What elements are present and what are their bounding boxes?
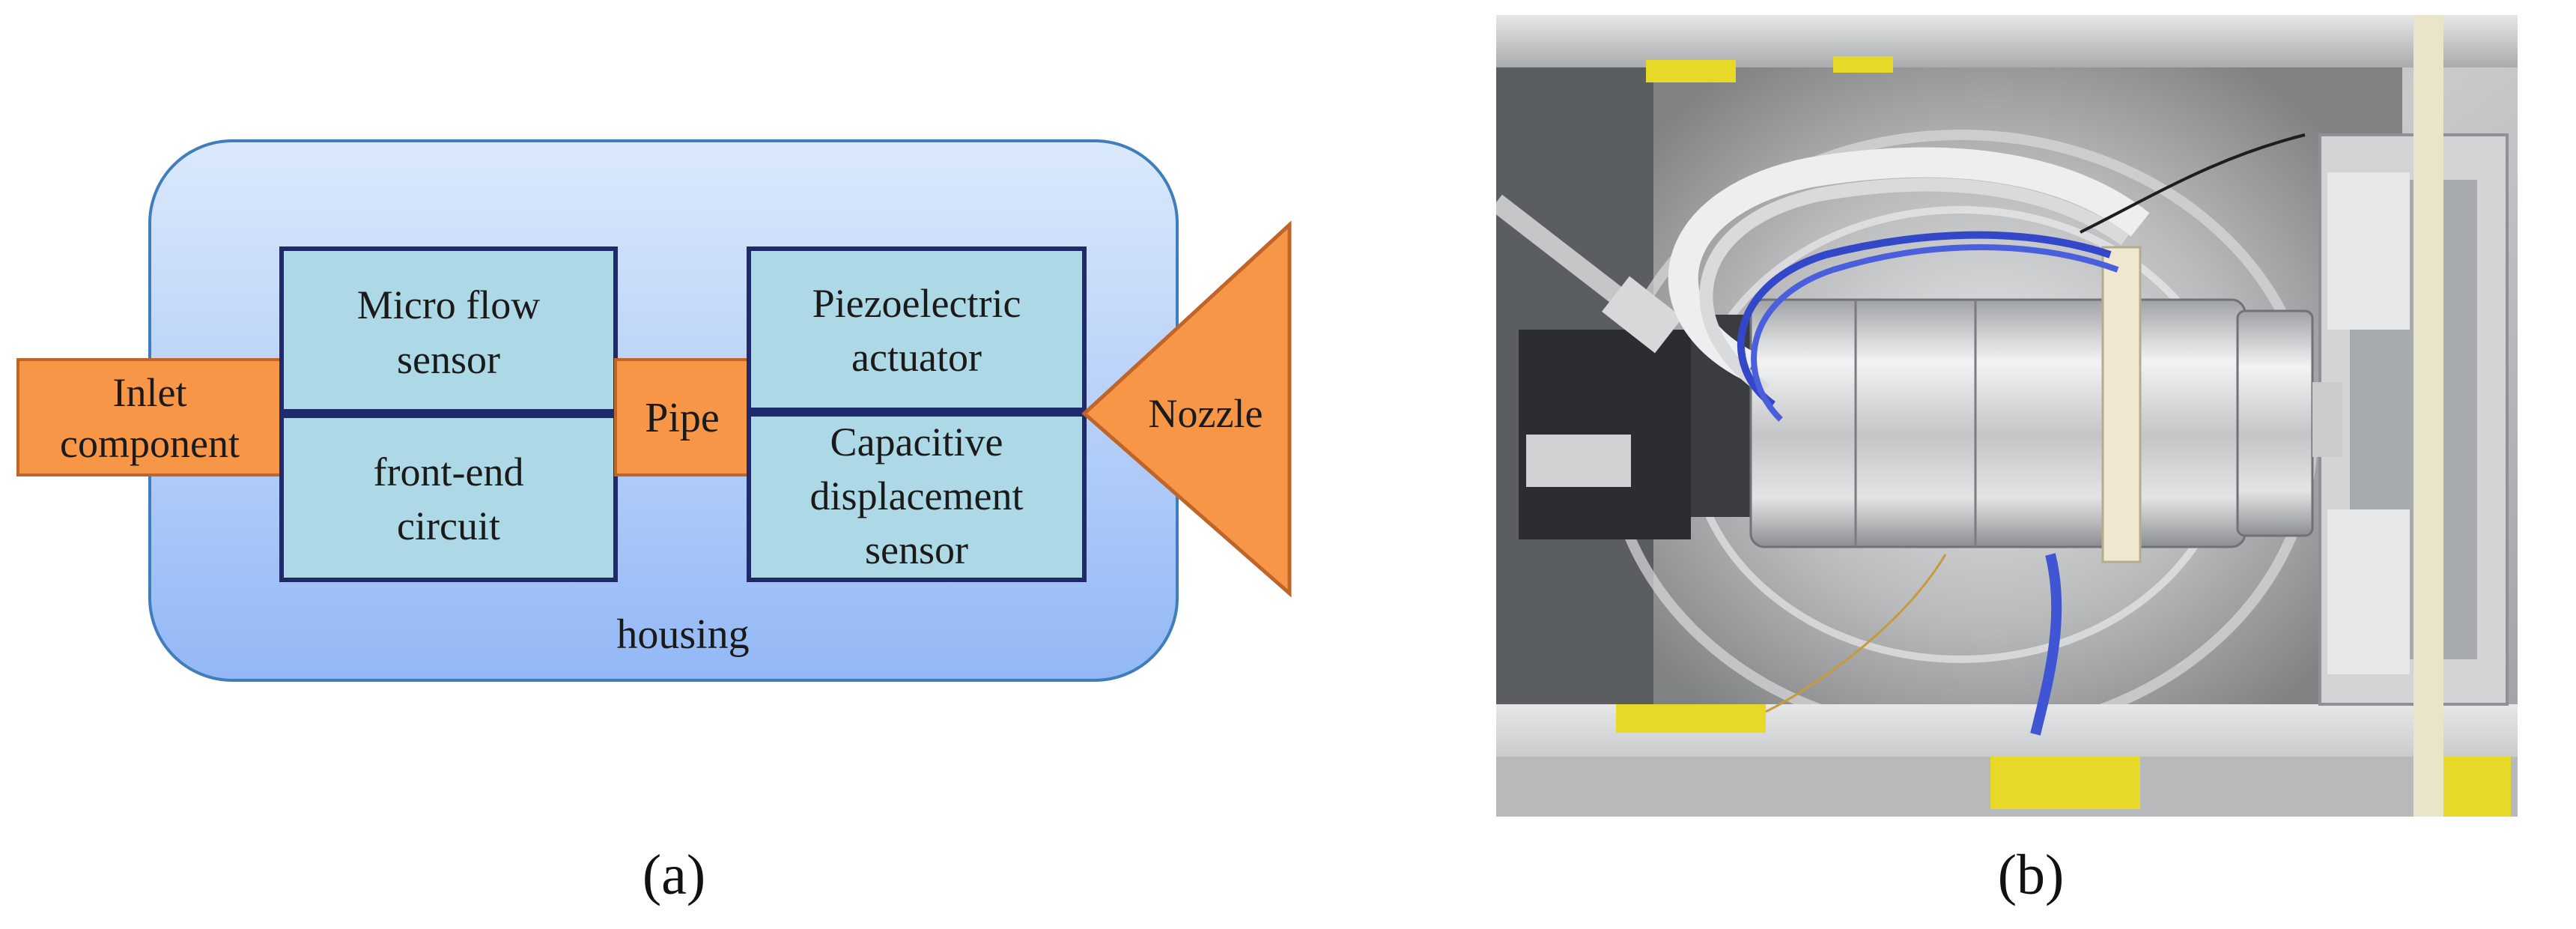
piezo-label-line2: actuator xyxy=(851,335,982,380)
instrument-photo xyxy=(1496,15,2518,817)
caption-a: (a) xyxy=(642,844,706,907)
inlet-label-line2: component xyxy=(60,421,240,466)
block-diagram: housing Inlet component Micro flow senso… xyxy=(16,139,1292,682)
capacitive-label-line3: sensor xyxy=(865,527,968,572)
inlet-component-box xyxy=(16,358,283,476)
capacitive-label-line2: displacement xyxy=(810,473,1024,518)
piezo-label-line1: Piezoelectric xyxy=(812,281,1021,326)
capacitive-label-line1: Capacitive xyxy=(830,420,1003,464)
housing-label: housing xyxy=(616,611,749,658)
front-end-circuit-box xyxy=(279,411,618,582)
pipe-box xyxy=(614,358,750,476)
inlet-label-line1: Inlet xyxy=(113,370,187,415)
nozzle-label: Nozzle xyxy=(1149,391,1263,436)
micro-flow-label-line1: Micro flow xyxy=(357,282,540,327)
pipe-label: Pipe xyxy=(645,395,720,441)
front-end-label-line2: circuit xyxy=(397,503,500,548)
front-end-label-line1: front-end xyxy=(374,450,524,494)
micro-flow-sensor-box xyxy=(279,246,618,416)
nozzle-shape xyxy=(1081,220,1292,598)
micro-flow-label-line2: sensor xyxy=(397,337,500,382)
piezoelectric-actuator-box xyxy=(747,246,1087,414)
caption-b: (b) xyxy=(1997,844,2065,907)
